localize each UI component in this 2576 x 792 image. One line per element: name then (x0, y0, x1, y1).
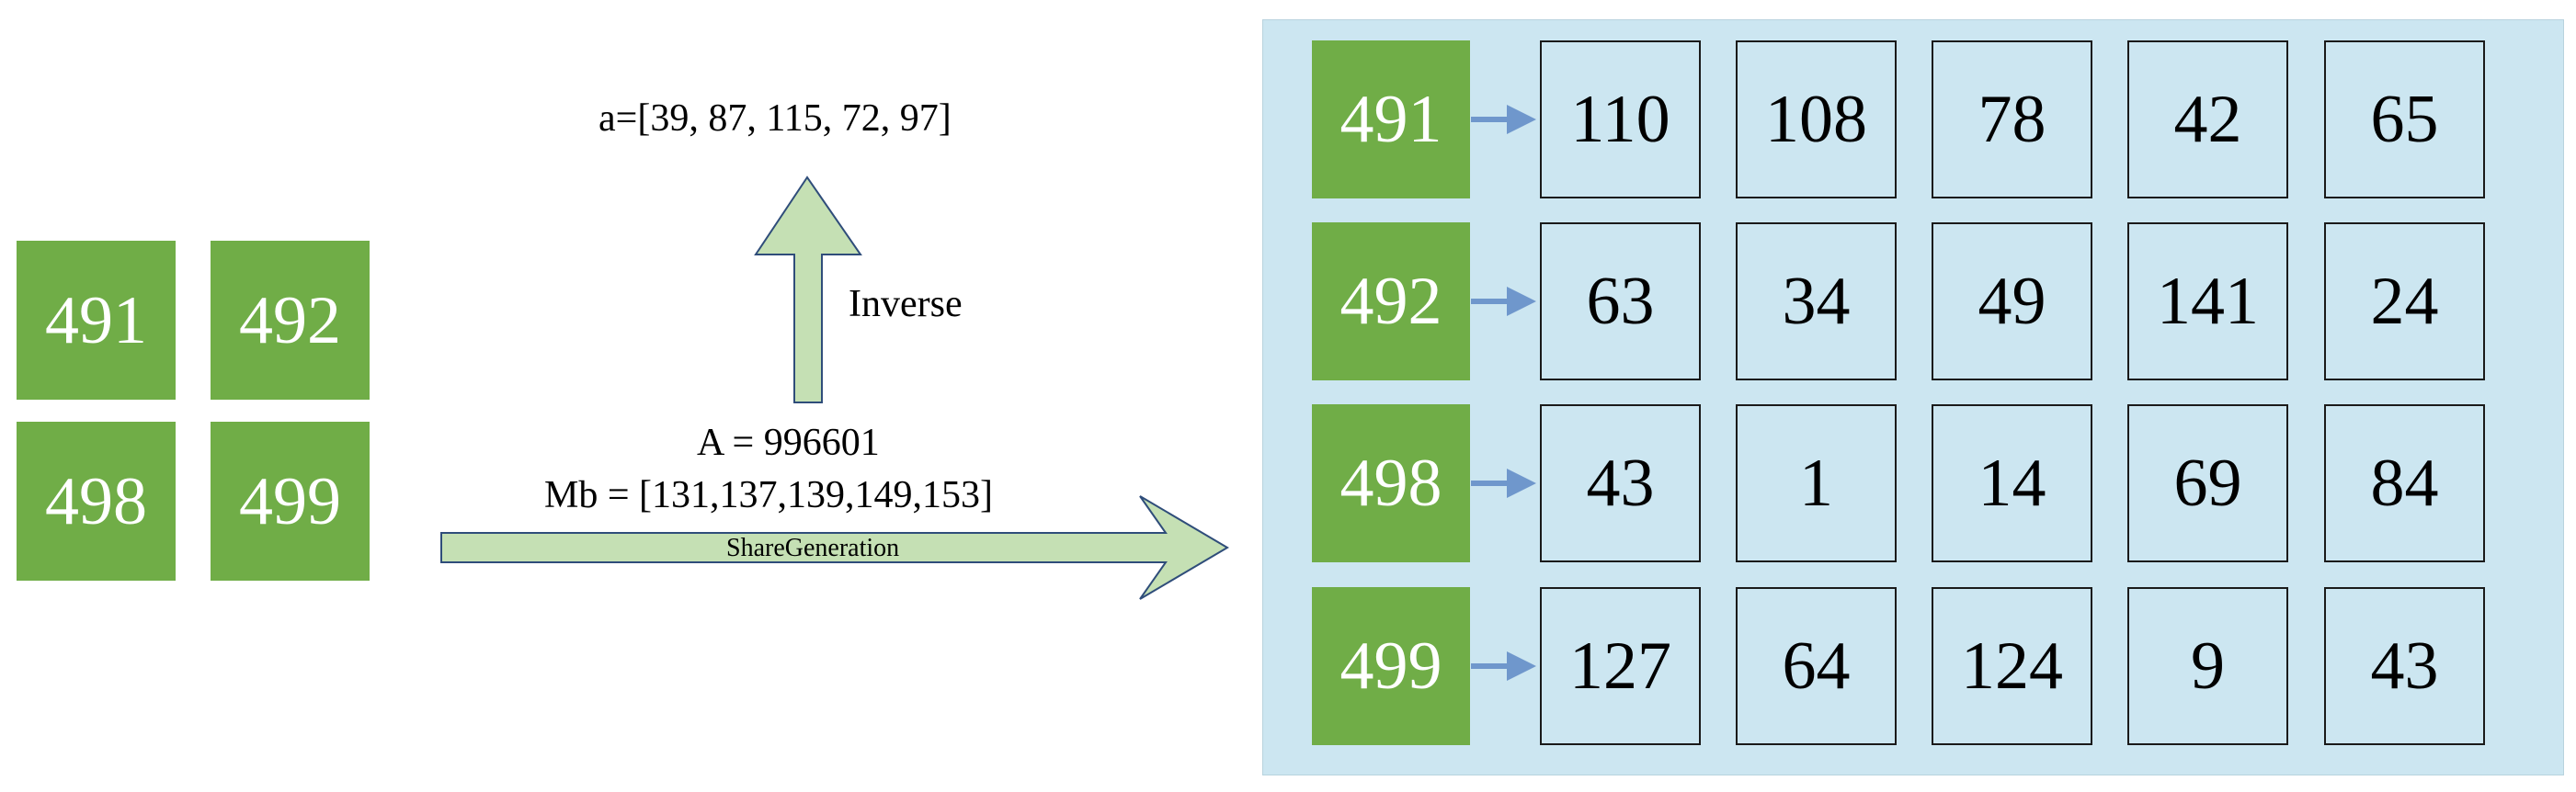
share-cell: 1 (1736, 404, 1897, 562)
share-generation-label: ShareGeneration (726, 534, 900, 562)
share-cell: 43 (1540, 404, 1701, 562)
input-id-492: 492 (211, 241, 370, 400)
share-cell: 141 (2127, 222, 2288, 380)
share-cell: 49 (1932, 222, 2092, 380)
share-cell: 9 (2127, 587, 2288, 745)
share-cell: 42 (2127, 40, 2288, 198)
share-cell: 43 (2324, 587, 2485, 745)
share-cell: 108 (1736, 40, 1897, 198)
share-cell: 63 (1540, 222, 1701, 380)
row-id-491: 491 (1312, 40, 1470, 198)
share-table-panel: 491 110 108 78 42 65 492 63 34 49 141 24… (1262, 19, 2564, 775)
share-cell: 127 (1540, 587, 1701, 745)
share-cell: 110 (1540, 40, 1701, 198)
param-A: A = 996601 (697, 422, 880, 464)
inverse-result: a=[39, 87, 115, 72, 97] (598, 97, 952, 140)
input-id-498: 498 (17, 422, 176, 581)
share-cell: 124 (1932, 587, 2092, 745)
row-id-498: 498 (1312, 404, 1470, 562)
share-cell: 24 (2324, 222, 2485, 380)
share-cell: 84 (2324, 404, 2485, 562)
share-cell: 64 (1736, 587, 1897, 745)
row-id-499: 499 (1312, 587, 1470, 745)
share-cell: 69 (2127, 404, 2288, 562)
share-cell: 65 (2324, 40, 2485, 198)
share-cell: 14 (1932, 404, 2092, 562)
share-generation-arrow (440, 495, 1229, 600)
input-id-491: 491 (17, 241, 176, 400)
inverse-arrow (754, 175, 862, 403)
input-id-499: 499 (211, 422, 370, 581)
share-cell: 78 (1932, 40, 2092, 198)
param-Mb: Mb = [131,137,139,149,153] (544, 474, 994, 516)
row-arrow (1471, 105, 1536, 681)
share-cell: 34 (1736, 222, 1897, 380)
row-id-492: 492 (1312, 222, 1470, 380)
inverse-label: Inverse (849, 283, 963, 325)
